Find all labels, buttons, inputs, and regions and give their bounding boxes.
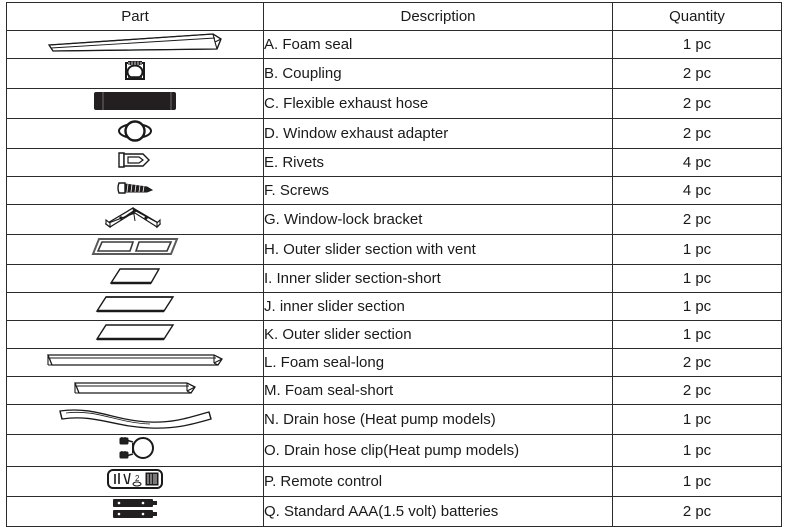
part-description: B. Coupling	[263, 58, 613, 89]
table-row: L. Foam seal-long 2 pc	[6, 348, 782, 377]
part-image-cell	[6, 404, 264, 435]
part-description: P. Remote control	[263, 466, 613, 497]
part-description: F. Screws	[263, 176, 613, 205]
remote-control-icon: 2	[105, 467, 165, 491]
table-row: Q. Standard AAA(1.5 volt) batteries 2 pc	[6, 496, 782, 527]
table-row: B. Coupling 2 pc	[6, 58, 782, 89]
drain-hose-icon	[55, 405, 215, 429]
part-quantity: 2 pc	[612, 204, 782, 235]
coupling-icon	[120, 59, 150, 83]
part-quantity: 1 pc	[612, 466, 782, 497]
foam-seal-bar-icon	[45, 31, 225, 53]
part-description: J. inner slider section	[263, 292, 613, 321]
part-description: I. Inner slider section-short	[263, 264, 613, 293]
part-image-cell	[6, 320, 264, 349]
table-row: E. Rivets 4 pc	[6, 148, 782, 177]
part-image-cell	[6, 376, 264, 405]
table-row: A. Foam seal 1 pc	[6, 30, 782, 59]
part-description: A. Foam seal	[263, 30, 613, 59]
part-quantity: 1 pc	[612, 30, 782, 59]
rivet-icon	[115, 149, 155, 171]
part-image-cell	[6, 434, 264, 467]
part-image-cell: 2	[6, 466, 264, 497]
part-quantity: 1 pc	[612, 434, 782, 467]
part-description: C. Flexible exhaust hose	[263, 88, 613, 119]
aaa-batteries-icon	[109, 497, 161, 521]
table-row: F. Screws 4 pc	[6, 176, 782, 205]
part-image-cell	[6, 148, 264, 177]
part-image-cell	[6, 30, 264, 59]
outer-slider-with-vent-icon	[87, 235, 183, 259]
part-image-cell	[6, 204, 264, 235]
table-row: 2 P. Remote control 1 pc	[6, 466, 782, 497]
foam-seal-short-icon	[71, 378, 199, 398]
part-quantity: 2 pc	[612, 118, 782, 149]
part-description: D. Window exhaust adapter	[263, 118, 613, 149]
table-body: A. Foam seal 1 pc B. Coupling 2 pc	[6, 30, 782, 527]
flexible-exhaust-hose-icon	[91, 89, 179, 113]
part-quantity: 2 pc	[612, 376, 782, 405]
part-image-cell	[6, 348, 264, 377]
table-row: I. Inner slider section-short 1 pc	[6, 264, 782, 293]
part-quantity: 4 pc	[612, 176, 782, 205]
part-quantity: 2 pc	[612, 58, 782, 89]
part-description: K. Outer slider section	[263, 320, 613, 349]
part-quantity: 2 pc	[612, 496, 782, 527]
part-description: L. Foam seal-long	[263, 348, 613, 377]
part-quantity: 1 pc	[612, 264, 782, 293]
column-header-part: Part	[6, 2, 264, 31]
table-row: H. Outer slider section with vent 1 pc	[6, 234, 782, 265]
part-image-cell	[6, 292, 264, 321]
table-row: K. Outer slider section 1 pc	[6, 320, 782, 349]
part-image-cell	[6, 118, 264, 149]
svg-text:2: 2	[135, 474, 140, 483]
column-header-quantity: Quantity	[612, 2, 782, 31]
part-image-cell	[6, 496, 264, 527]
table-row: J. inner slider section 1 pc	[6, 292, 782, 321]
part-quantity: 1 pc	[612, 320, 782, 349]
screw-icon	[114, 177, 156, 199]
table-row: G. Window-lock bracket 2 pc	[6, 204, 782, 235]
table-row: M. Foam seal-short 2 pc	[6, 376, 782, 405]
part-description: G. Window-lock bracket	[263, 204, 613, 235]
part-quantity: 1 pc	[612, 292, 782, 321]
part-description: N. Drain hose (Heat pump models)	[263, 404, 613, 435]
part-image-cell	[6, 176, 264, 205]
table-row: O. Drain hose clip(Heat pump models) 1 p…	[6, 434, 782, 467]
part-image-cell	[6, 88, 264, 119]
part-description: H. Outer slider section with vent	[263, 234, 613, 265]
foam-seal-long-icon	[44, 350, 226, 370]
header-row: Part Description Quantity	[6, 2, 782, 31]
part-image-cell	[6, 58, 264, 89]
inner-slider-icon	[93, 293, 177, 315]
part-quantity: 2 pc	[612, 88, 782, 119]
part-description: Q. Standard AAA(1.5 volt) batteries	[263, 496, 613, 527]
window-exhaust-adapter-icon	[118, 119, 152, 143]
outer-slider-icon	[93, 321, 177, 343]
inner-slider-short-icon	[107, 265, 163, 287]
table-header: Part Description Quantity	[6, 2, 782, 31]
part-quantity: 1 pc	[612, 404, 782, 435]
column-header-description: Description	[263, 2, 613, 31]
drain-hose-clip-icon	[109, 435, 161, 461]
part-description: O. Drain hose clip(Heat pump models)	[263, 434, 613, 467]
part-image-cell	[6, 234, 264, 265]
parts-list-table: Part Description Quantity A. Foam seal 1…	[6, 2, 782, 527]
table-row: D. Window exhaust adapter 2 pc	[6, 118, 782, 149]
table-row: N. Drain hose (Heat pump models) 1 pc	[6, 404, 782, 435]
part-description: E. Rivets	[263, 148, 613, 177]
table-row: C. Flexible exhaust hose 2 pc	[6, 88, 782, 119]
part-description: M. Foam seal-short	[263, 376, 613, 405]
window-lock-bracket-icon	[102, 205, 168, 229]
part-quantity: 4 pc	[612, 148, 782, 177]
part-quantity: 2 pc	[612, 348, 782, 377]
part-quantity: 1 pc	[612, 234, 782, 265]
part-image-cell	[6, 264, 264, 293]
